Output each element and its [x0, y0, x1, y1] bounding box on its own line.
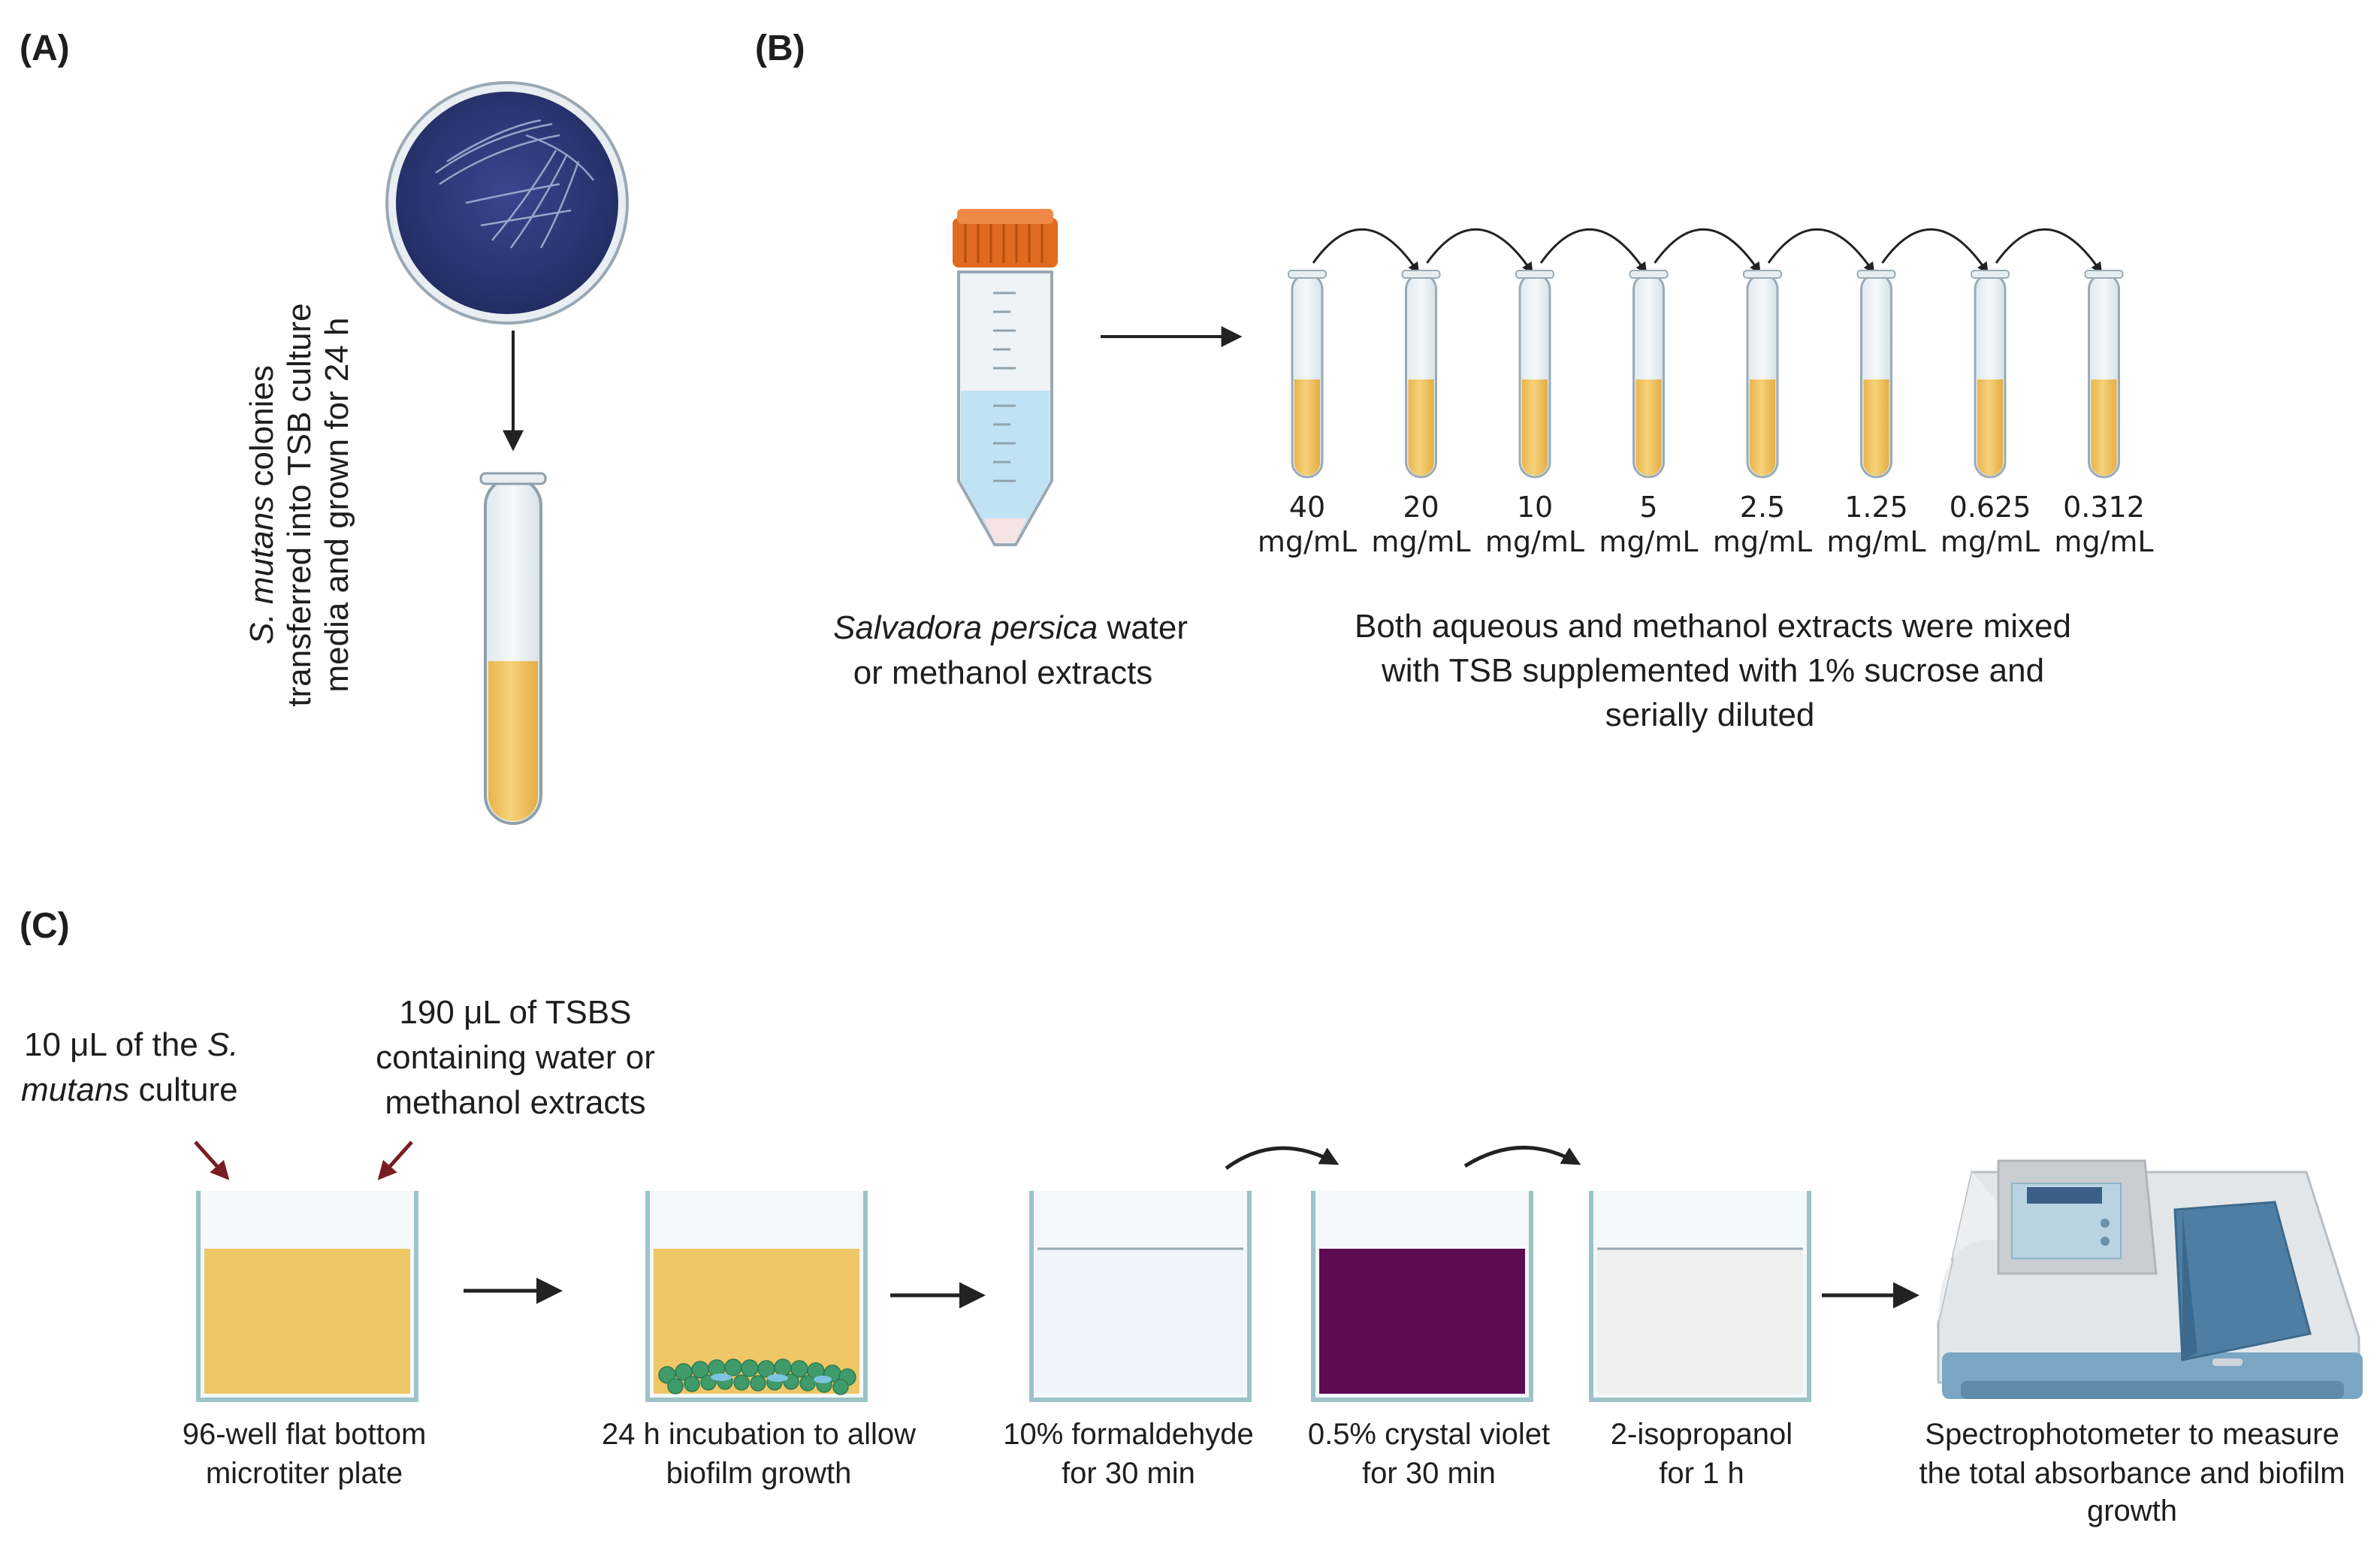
culture-pointer-arrow [194, 1141, 230, 1180]
step3-caption-line2: for 30 min [1062, 1457, 1195, 1490]
arrow-step4 [1463, 1145, 1581, 1168]
dilution-tube [1743, 270, 1782, 479]
spectrophotometer-icon [1937, 1159, 2363, 1399]
step3-caption-line1: 10% formaldehyde [1003, 1418, 1254, 1451]
concentration-unit: mg/mL [1941, 525, 2040, 558]
concentration-value: 0.625 [1950, 491, 2031, 524]
culture-tube-icon [479, 472, 547, 825]
step6-caption-line3: growth [2087, 1494, 2177, 1527]
concentration-value: 5 [1639, 491, 1657, 524]
concentration-unit: mg/mL [1371, 525, 1470, 558]
panel-label-b: (B) [755, 29, 805, 68]
well-incubation [645, 1191, 868, 1402]
step1-caption-line2: microtiter plate [206, 1457, 403, 1490]
dilution-arrow [1426, 228, 1533, 274]
dilution-tube [1971, 270, 2010, 479]
concentration-value: 20 [1403, 491, 1439, 524]
culture-label-line2: mutans culture [21, 1071, 238, 1108]
dilution-tube [1856, 270, 1896, 479]
tsbs-label-line3: methanol extracts [385, 1084, 645, 1121]
dilution-description-line3: serially diluted [1605, 696, 1815, 733]
step6-caption-line2: the total absorbance and biofilm [1919, 1457, 2345, 1490]
concentration-unit: mg/mL [1258, 525, 1357, 558]
concentration-unit: mg/mL [2054, 525, 2153, 558]
well-formaldehyde [1029, 1191, 1252, 1402]
step4-caption-line2: for 30 min [1362, 1457, 1496, 1490]
step6-caption-line1: Spectrophotometer to measure [1925, 1418, 2339, 1451]
dilution-tube [1401, 270, 1441, 479]
panel-a-label-line3: media and grown for 24 h [319, 318, 355, 693]
concentration-value: 1.25 [1844, 491, 1908, 524]
culture-label-line1: 10 μL of the S. [24, 1026, 238, 1063]
conical-tube-icon [953, 209, 1058, 546]
well-isopropanol [1589, 1191, 1811, 1402]
concentration-unit: mg/mL [1599, 525, 1698, 558]
dilution-arrow [1539, 228, 1648, 274]
panel-label-a: (A) [20, 29, 70, 68]
tsbs-label-line1: 190 μL of TSBS [399, 994, 631, 1031]
dilution-description-line1: Both aqueous and methanol extracts were … [1355, 608, 2071, 645]
panel-label-c: (C) [20, 906, 70, 946]
step1-caption-line1: 96-well flat bottom [183, 1418, 427, 1451]
step5-caption-line1: 2-isopropanol [1611, 1418, 1793, 1451]
concentration-value: 10 [1517, 491, 1553, 524]
well-crystal-violet [1311, 1191, 1533, 1402]
dilution-tube [1629, 270, 1669, 479]
petri-dish-icon [385, 81, 629, 325]
extract-label-line1: Salvadora persica water [833, 609, 1188, 646]
tsbs-label-line2: containing water or [376, 1039, 655, 1076]
panel-c: 10 μL of the S. mutans culture 190 μL of… [21, 994, 2363, 1527]
biofilm-icon [658, 1358, 856, 1395]
concentration-unit: mg/mL [1485, 525, 1584, 558]
dilution-tubes: 40mg/mL20mg/mL10mg/mL5mg/mL2.5mg/mL1.25m… [1258, 228, 2154, 558]
step4-caption-line1: 0.5% crystal violet [1308, 1418, 1550, 1451]
concentration-unit: mg/mL [1826, 525, 1925, 558]
dilution-arrow [1995, 228, 2103, 274]
dilution-tube [1515, 270, 1554, 479]
panel-a: S. mutans colonies transferred into TSB … [243, 81, 629, 825]
dilution-tube [1288, 270, 1327, 479]
extract-label-line2: or methanol extracts [853, 654, 1153, 691]
concentration-value: 0.312 [2063, 491, 2145, 524]
dilution-arrow [1654, 228, 1761, 274]
step5-caption-line2: for 1 h [1659, 1457, 1744, 1490]
dilution-arrow [1312, 228, 1420, 274]
panel-a-label-line1: S. mutans colonies [243, 365, 280, 645]
step2-caption-line1: 24 h incubation to allow [602, 1418, 916, 1451]
panel-b: 40mg/mL20mg/mL10mg/mL5mg/mL2.5mg/mL1.25m… [833, 209, 2154, 733]
panel-a-label-line2: transferred into TSB culture [281, 303, 318, 706]
step2-caption-line2: biofilm growth [666, 1457, 852, 1490]
concentration-value: 2.5 [1740, 491, 1785, 524]
arrow-step3 [1225, 1146, 1340, 1171]
tsbs-pointer-arrow [377, 1141, 413, 1180]
dilution-arrow [1881, 228, 1989, 274]
panel-a-label: S. mutans colonies transferred into TSB … [243, 303, 355, 706]
concentration-unit: mg/mL [1713, 525, 1812, 558]
dilution-description-line2: with TSB supplemented with 1% sucrose an… [1381, 652, 2044, 689]
dilution-arrow [1767, 228, 1875, 274]
dilution-tube [2084, 270, 2124, 479]
concentration-value: 40 [1289, 491, 1325, 524]
well-microtiter-plate [196, 1191, 418, 1402]
